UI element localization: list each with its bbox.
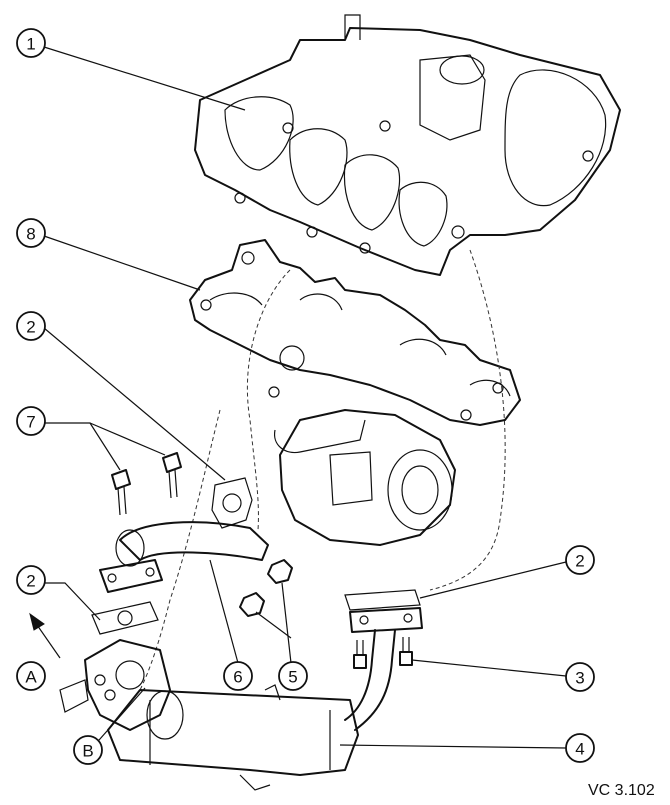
assembly-line-center bbox=[246, 269, 291, 531]
egr-valve-gasket bbox=[91, 601, 159, 635]
cooler-flange bbox=[344, 589, 423, 633]
turbocharger bbox=[273, 409, 456, 546]
callout-5: 5 bbox=[278, 661, 308, 691]
turbo-gasket bbox=[211, 477, 253, 529]
callout-label-2-cooler: 2 bbox=[575, 552, 584, 571]
assembly-line-right bbox=[429, 249, 506, 591]
bolts-7 bbox=[111, 452, 182, 516]
callout-label-2-egr: 2 bbox=[26, 572, 35, 591]
egr-pipe bbox=[99, 521, 269, 593]
callout-label-6: 6 bbox=[233, 668, 242, 687]
callout-6: 6 bbox=[223, 661, 253, 691]
callout-label-3: 3 bbox=[575, 669, 584, 688]
callout-1: 1 bbox=[16, 28, 46, 58]
intake-manifold bbox=[194, 14, 621, 276]
callout-label-2-turbo: 2 bbox=[26, 318, 35, 337]
callout-2-turbo: 2 bbox=[16, 311, 46, 341]
callout-label-4: 4 bbox=[575, 740, 584, 759]
direction-arrow bbox=[29, 612, 61, 659]
callout-label-A: A bbox=[25, 668, 37, 687]
callout-A: A bbox=[16, 661, 46, 691]
callout-8: 8 bbox=[16, 218, 46, 248]
callout-4: 4 bbox=[565, 733, 595, 763]
exhaust-manifold bbox=[189, 239, 521, 426]
callout-7: 7 bbox=[16, 406, 46, 436]
callout-label-5: 5 bbox=[288, 668, 297, 687]
leader-lines bbox=[43, 46, 567, 749]
figure-reference: VC 3.102 bbox=[588, 782, 655, 799]
callout-2-egr: 2 bbox=[16, 565, 46, 595]
callout-label-B: B bbox=[82, 742, 93, 761]
callout-label-8: 8 bbox=[26, 225, 35, 244]
callout-label-1: 1 bbox=[26, 35, 35, 54]
callout-2-cooler: 2 bbox=[565, 545, 595, 575]
nuts-5 bbox=[239, 559, 293, 617]
callout-B: B bbox=[73, 735, 103, 765]
bolts-3 bbox=[353, 637, 413, 669]
egr-cooler bbox=[107, 629, 396, 791]
callout-3: 3 bbox=[565, 662, 595, 692]
egr-valve bbox=[59, 639, 171, 731]
assembly-line-left bbox=[139, 409, 221, 691]
callout-label-7: 7 bbox=[26, 413, 35, 432]
